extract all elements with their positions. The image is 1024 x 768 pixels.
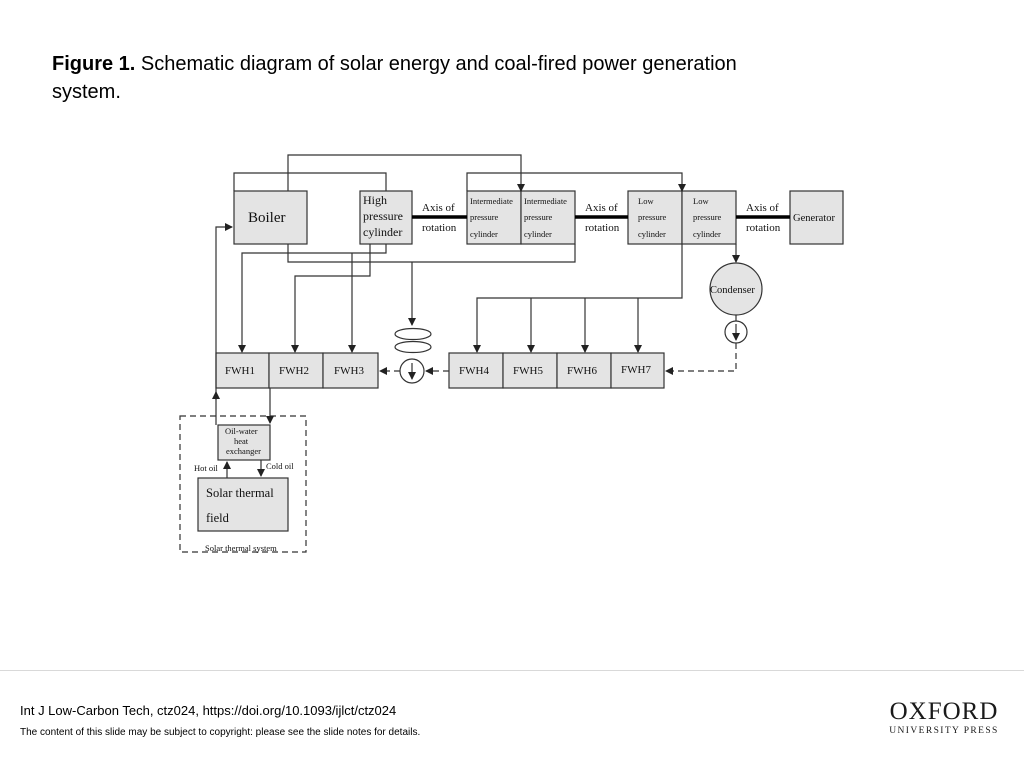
ip2-label-1: Intermediate <box>524 196 567 206</box>
fwh3-label: FWH3 <box>334 365 364 377</box>
fwh2-label: FWH2 <box>279 365 309 377</box>
crossover-line <box>466 172 686 192</box>
lp2-label-3: cylinder <box>693 229 721 239</box>
hp-label-1: High <box>363 193 387 207</box>
citation-text: Int J Low-Carbon Tech, ctz024, https://d… <box>20 703 397 718</box>
fwh4-label: FWH4 <box>459 365 489 377</box>
solar-system-label: Solar thermal system <box>205 543 277 553</box>
fwh7-label: FWH7 <box>621 364 651 376</box>
lp1-label-1: Low <box>638 196 654 206</box>
extraction-fwh4 <box>473 244 683 353</box>
deaerator-tank-lower-icon <box>394 340 432 354</box>
fwh3-box <box>322 352 379 389</box>
hp-label-2: pressure <box>363 209 403 223</box>
extraction-fwh1 <box>238 244 387 353</box>
main-steam-line <box>233 172 387 191</box>
boiler-box <box>233 190 308 245</box>
ip1-label-2: pressure <box>470 212 499 222</box>
fwh6-label: FWH6 <box>567 365 597 377</box>
lp2-label-2: pressure <box>693 212 722 222</box>
logo-press-text: UNIVERSITY PRESS <box>889 726 999 736</box>
fwh4-box <box>448 352 504 389</box>
copyright-note: The content of this slide may be subject… <box>20 727 421 738</box>
solar-field-label-1: Solar thermal <box>206 486 274 500</box>
oil-water-exchanger-box <box>217 424 271 461</box>
generator-label: Generator <box>793 213 835 224</box>
ip2-label-3: cylinder <box>524 229 552 239</box>
exchanger-label-1: Oil-water <box>225 426 258 436</box>
logo-oxford-text: OXFORD <box>889 698 999 725</box>
boiler-label: Boiler <box>248 210 286 226</box>
hp-label-3: cylinder <box>363 225 402 239</box>
fwh6-box <box>556 352 612 389</box>
axis-label-3a: Axis of <box>746 202 779 214</box>
lp1-label-3: cylinder <box>638 229 666 239</box>
solar-field-label-2: field <box>206 511 230 525</box>
ip-cylinder-1-box <box>466 190 522 245</box>
generator-box <box>789 190 844 245</box>
solar-thermal-system-frame <box>179 415 307 553</box>
exchanger-label-2: heat <box>234 436 249 446</box>
extraction-fwh2 <box>291 244 371 353</box>
ip1-label-3: cylinder <box>470 229 498 239</box>
lp1-label-2: pressure <box>638 212 667 222</box>
fwh2-box <box>268 352 324 389</box>
condensate-return-line <box>665 343 737 375</box>
lp2-label-1: Low <box>693 196 709 206</box>
ip2-label-2: pressure <box>524 212 553 222</box>
ip1-label-1: Intermediate <box>470 196 513 206</box>
figure-caption: Figure 1. Schematic diagram of solar ene… <box>52 50 752 106</box>
axis-label-2a: Axis of <box>585 202 618 214</box>
lp-cylinder-1-box <box>627 190 683 245</box>
fwh7-box <box>610 352 665 389</box>
figure-caption-text: Schematic diagram of solar energy and co… <box>52 53 737 103</box>
fwh1-label: FWH1 <box>225 365 255 377</box>
figure-label: Figure 1. <box>52 53 136 75</box>
axis-label-1b: rotation <box>422 222 457 234</box>
axis-label-3b: rotation <box>746 222 781 234</box>
axis-label-2b: rotation <box>585 222 620 234</box>
feedwater-to-boiler-line <box>215 223 233 400</box>
cold-oil-label: Cold oil <box>266 461 294 471</box>
oxford-logo: OXFORD UNIVERSITY PRESS <box>884 698 1004 737</box>
deaerator-tank-upper-icon <box>394 327 432 341</box>
condenser-label: Condenser <box>710 285 755 296</box>
fwh5-label: FWH5 <box>513 365 543 377</box>
solar-thermal-field-box <box>197 477 289 532</box>
footer-divider <box>0 670 1024 671</box>
fwh5-box <box>502 352 558 389</box>
axis-label-1a: Axis of <box>422 202 455 214</box>
hot-oil-label: Hot oil <box>194 463 218 473</box>
exchanger-label-3: exchanger <box>226 446 261 456</box>
